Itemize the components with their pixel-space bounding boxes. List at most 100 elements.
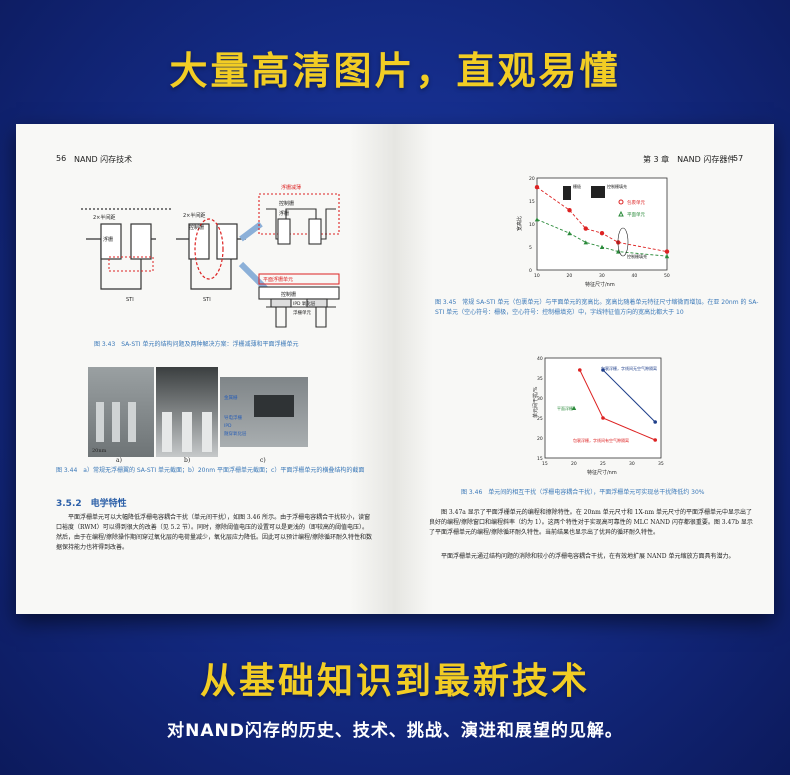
label-sti-1: STI [126, 297, 134, 303]
chart1-x-tick: 10 [534, 273, 540, 279]
chart1-legend-planar: 平面单元 [627, 211, 645, 218]
chart1-x-tick: 40 [632, 273, 638, 279]
open-book: 56 NAND 闪存技术 2×半间距 2×半间距 控制栅 浮栅 STI [16, 124, 774, 614]
fig-3-44-label-b: b) [184, 457, 191, 464]
left-paragraph: 平面浮栅单元可以大幅降低浮栅电容耦合干扰（单元间干扰），如图 3.46 所示。由… [56, 514, 373, 551]
chart1-point [616, 249, 621, 254]
chart2-annotation-no-airgap: 包裹浮栅，字线间无空气隙隔离 [601, 365, 657, 371]
fig-3-44-label-c: c) [260, 457, 266, 464]
chart1-ylabel: 宽高比 [516, 216, 523, 231]
label-control-gate-2: 控制栅 [279, 200, 294, 207]
section-title: 3.5.2 电学特性 [56, 499, 127, 509]
chart1-y-tick: 20 [529, 176, 535, 182]
chart2-y-tick: 35 [537, 376, 543, 382]
fig-3-44b-photo [156, 367, 218, 457]
chart2-series-line-1 [602, 369, 656, 423]
left-page: 56 NAND 闪存技术 2×半间距 2×半间距 控制栅 浮栅 STI [16, 124, 395, 614]
chart1-x-tick: 50 [664, 273, 670, 279]
left-page-number: 56 [56, 154, 67, 163]
label-sti-2: STI [203, 297, 211, 303]
chart2-y-tick: 15 [537, 456, 543, 462]
chart1-point [567, 231, 572, 236]
right-running-title: 第 3 章 NAND 闪存器件 [643, 155, 736, 164]
chart1-xlabel: 特征尺寸/nm [585, 281, 615, 288]
chart1-series-line-1 [536, 186, 668, 253]
chart1-y-tick: 15 [529, 199, 535, 205]
label-ipd-oxide: IPD 氧化层 [293, 300, 316, 307]
fig-3-43-diagram: 2×半间距 2×半间距 控制栅 浮栅 STI STI 浮栅减薄 控制栅 浮栅 平… [81, 184, 340, 328]
bottom-headline: 从基础知识到最新技术 [199, 661, 590, 702]
chart2-xlabel: 特征尺寸/nm [587, 469, 617, 476]
chart1-y-tick: 5 [529, 245, 532, 251]
fig-3-44a-photo [88, 367, 154, 457]
chart1-x-tick: 20 [567, 273, 573, 279]
chart1-x-tick: 30 [599, 273, 605, 279]
label-metal-gate: 金属栅 [224, 394, 238, 401]
label-fg-thinning: 浮栅减薄 [281, 184, 301, 191]
chart1-point [599, 244, 605, 249]
right-page-number: 57 [733, 154, 744, 163]
label-floating-gate-1: 浮栅 [103, 236, 113, 243]
chart2-x-tick: 15 [542, 461, 548, 467]
fig-3-45-caption: 图 3.45 常规 SA-STI 单元（包裹单元）与平面单元的宽高比。宽高比随着… [435, 299, 759, 316]
chart1-point [567, 208, 572, 213]
chart1-legend-marker-planar [618, 210, 624, 217]
chart1-y-tick: 0 [529, 268, 532, 274]
chart1-inset-cg [591, 186, 605, 198]
label-planar-fg-cell: 平面浮栅单元 [263, 276, 293, 283]
fig-3-46-caption: 图 3.46 单元间的相互干扰（浮栅电容耦合干扰），平面浮栅单元可实现总干扰降低… [461, 489, 705, 496]
chart1-point [599, 231, 605, 236]
chart2-x-tick: 30 [629, 461, 635, 467]
right-paragraph-2: 平面浮栅单元通过结构问题的消除和较小的浮栅电容耦合干扰，在有效地扩展 NAND … [441, 553, 735, 560]
chart1-point [534, 185, 540, 190]
chart2-x-tick: 35 [658, 461, 664, 467]
label-ipd: IPD [224, 423, 232, 429]
label-control-gate-3: 控制栅 [281, 291, 296, 298]
label-control-gate-1: 控制栅 [189, 224, 204, 231]
chart1-inset-label-cg: 控制栅填充 [607, 183, 627, 189]
chart1-inset-label-gate: 栅极 [573, 183, 581, 189]
chart2-point [653, 438, 657, 442]
chart2-point [571, 405, 577, 410]
chart2-point [601, 368, 605, 372]
chart2-y-tick: 30 [537, 396, 543, 402]
chart1-point [534, 217, 540, 222]
label-half-pitch-1: 2×半间距 [93, 214, 115, 221]
label-conductive-fg: 导电浮栅 [224, 414, 242, 421]
chart1-legend-wrap: 包裹单元 [627, 199, 645, 206]
chart2-point [578, 368, 582, 372]
chart1-point [664, 249, 670, 254]
chart2-annotation-airgap: 包裹浮栅，字线间有空气隙隔离 [573, 437, 629, 443]
fig-3-44-label-a: a) [116, 457, 122, 464]
chart2-ylabel: 单元间干扰/% [532, 386, 539, 418]
label-fg-cell: 浮栅单元 [293, 309, 311, 316]
chart2-x-tick: 20 [571, 461, 577, 467]
bottom-subtitle: 对NAND闪存的历史、技术、挑战、演进和展望的见解。 [167, 721, 623, 741]
chart1-inset-gate [563, 186, 571, 200]
top-headline: 大量高清图片，直观易懂 [169, 49, 621, 93]
label-half-pitch-2: 2×半间距 [183, 212, 205, 219]
fig-3-44-caption: 图 3.44 a）常规无浮栅翼的 SA-STI 单元截面；b）20nm 平面浮栅… [56, 467, 365, 474]
fig-3-43-caption: 图 3.43 SA-STI 单元的结构问题及两种解决方案：浮栅减薄和平面浮栅单元 [94, 341, 299, 348]
chart2-point [653, 420, 657, 424]
chart1-annotation-ellipse [617, 227, 629, 257]
right-page: 第 3 章 NAND 闪存器件 57 10 20 30 40 50 0 5 10 15 20 宽高… [395, 124, 774, 614]
chart1-annotation: 控制栅填充 [627, 253, 647, 259]
label-floating-gate-2: 浮栅 [279, 210, 289, 217]
chart1-point [583, 240, 588, 245]
chart2-x-tick: 25 [600, 461, 606, 467]
chart1-legend-marker-wrap [618, 199, 624, 205]
fig-3-46-chart: 15 20 25 30 35 15 20 25 30 35 40 单元间干扰/% 特征尺寸/nm 包… [532, 356, 664, 476]
chart2-annotation-planar: 平面浮栅 [557, 405, 573, 411]
chart2-y-tick: 40 [537, 356, 543, 362]
left-running-title: NAND 闪存技术 [74, 155, 133, 164]
chart2-point [601, 416, 605, 420]
fig-3-44-scale: 20nm [92, 448, 107, 454]
chart1-y-tick: 10 [529, 222, 535, 228]
label-tunnel-oxide: 隧穿氧化层 [224, 430, 247, 437]
chart1-point [583, 226, 588, 231]
chart2-y-tick: 20 [537, 436, 543, 442]
chart2-y-tick: 25 [537, 416, 543, 422]
chart1-point [664, 254, 670, 259]
